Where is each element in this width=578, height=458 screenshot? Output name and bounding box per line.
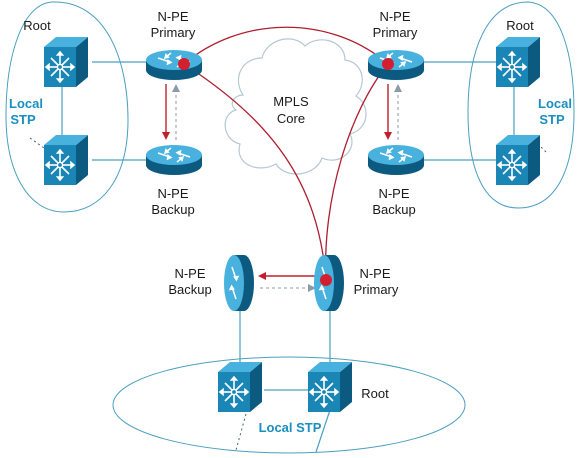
- bottom-site-zone: [112, 356, 466, 454]
- bottom-access-switch: [217, 361, 263, 413]
- bottom-root-label: Root: [361, 386, 389, 401]
- bottom-backup-npe-label: N-PE: [174, 266, 205, 281]
- left-access-switch: [43, 134, 89, 186]
- left-backup-role-label: Backup: [151, 202, 194, 217]
- left-local-stp-line1: Local: [9, 96, 43, 111]
- left-npe-backup-router: [145, 144, 203, 176]
- left-local-stp-line2: STP: [10, 112, 36, 127]
- right-npe-primary-router: [367, 49, 425, 81]
- bottom-local-stp-label: Local STP: [259, 420, 322, 435]
- right-root-switch: [495, 36, 541, 88]
- left-npe-primary-router: [145, 49, 203, 81]
- left-root-label: Root: [23, 18, 51, 33]
- pw-endpoint-bottom: [320, 274, 332, 286]
- right-root-label: Root: [506, 18, 534, 33]
- pw-endpoint-left: [178, 58, 190, 70]
- left-site-zone: [5, 1, 129, 213]
- right-npe-backup-router: [367, 144, 425, 176]
- right-local-stp-line2: STP: [539, 112, 565, 127]
- right-primary-role-label: Primary: [373, 25, 418, 40]
- bottom-root-switch: [307, 361, 353, 413]
- right-backup-role-label: Backup: [372, 202, 415, 217]
- left-backup-npe-label: N-PE: [157, 186, 188, 201]
- right-backup-npe-label: N-PE: [378, 186, 409, 201]
- left-primary-npe-label: N-PE: [157, 9, 188, 24]
- right-primary-npe-label: N-PE: [379, 9, 410, 24]
- left-primary-role-label: Primary: [151, 25, 196, 40]
- bottom-primary-npe-label: N-PE: [359, 266, 390, 281]
- right-access-switch: [495, 134, 541, 186]
- redundancy-arrows: [162, 84, 402, 292]
- pw-endpoint-right: [382, 58, 394, 70]
- bottom-primary-role-label: Primary: [354, 282, 399, 297]
- core-label-line1: MPLS: [273, 94, 309, 109]
- right-local-stp-line1: Local: [538, 96, 572, 111]
- core-label-line2: Core: [277, 111, 305, 126]
- right-site-zone: [467, 1, 575, 209]
- pseudowires: [183, 26, 389, 281]
- bottom-npe-backup-router: [223, 254, 255, 312]
- bottom-backup-role-label: Backup: [168, 282, 211, 297]
- left-root-switch: [43, 36, 89, 88]
